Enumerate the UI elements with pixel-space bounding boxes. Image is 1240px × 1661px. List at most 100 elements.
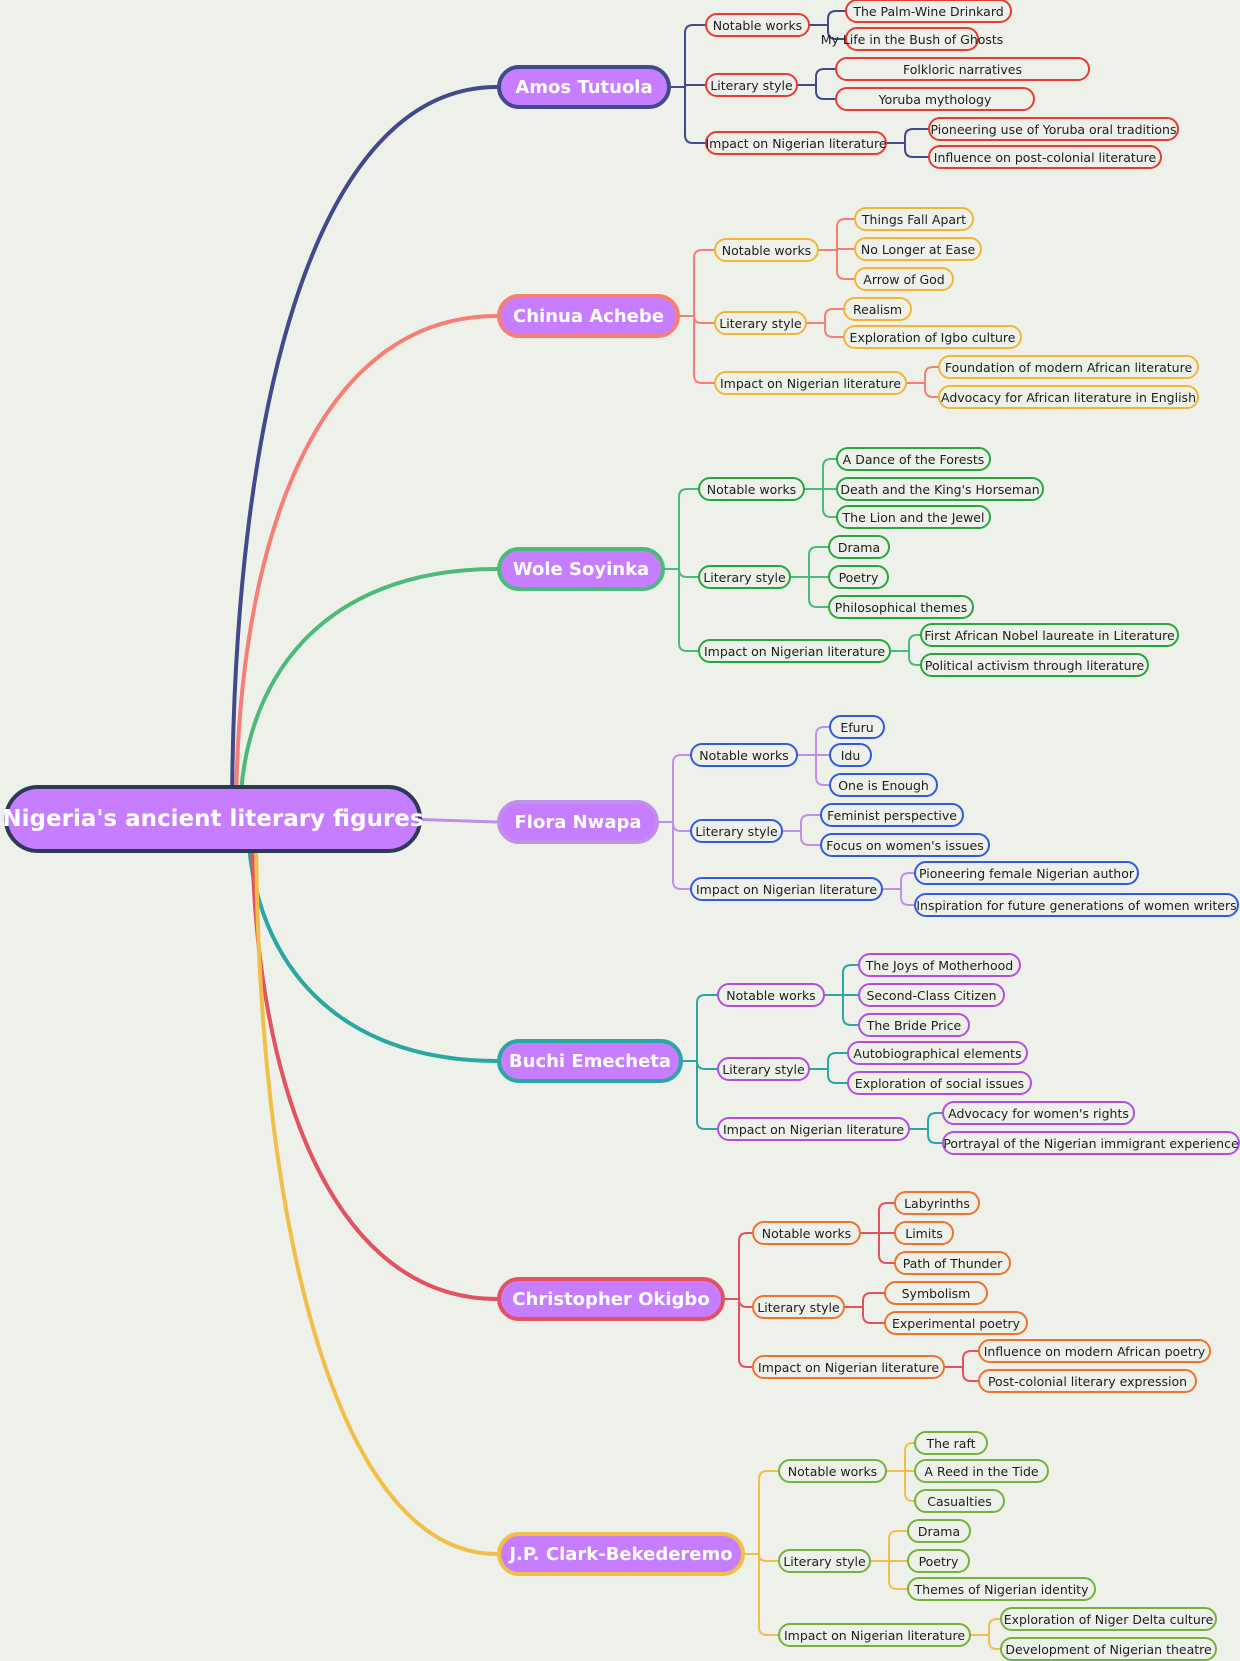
category-link xyxy=(682,994,718,1062)
leaf-node[interactable]: Political activism through literature xyxy=(920,653,1149,677)
category-node[interactable]: Impact on Nigerian literature xyxy=(698,639,891,663)
leaf-node[interactable]: My Life in the Bush of Ghosts xyxy=(821,27,1003,51)
leaf-node[interactable]: Path of Thunder xyxy=(894,1251,1011,1275)
leaf-node[interactable]: Things Fall Apart xyxy=(854,207,974,231)
leaf-node[interactable]: Focus on women's issues xyxy=(820,833,990,857)
leaf-link xyxy=(909,1128,943,1144)
leaf-node[interactable]: Second-Class Citizen xyxy=(858,983,1005,1007)
author-node[interactable]: Amos Tutuola xyxy=(497,65,671,109)
leaf-node[interactable]: Autobiographical elements xyxy=(847,1041,1028,1065)
category-node[interactable]: Literary style xyxy=(690,819,783,843)
leaf-node[interactable]: Symbolism xyxy=(884,1281,988,1305)
leaf-link xyxy=(970,1618,1001,1636)
category-link xyxy=(724,1298,753,1368)
leaf-node[interactable]: Labyrinths xyxy=(894,1191,980,1215)
leaf-node[interactable]: Influence on post-colonial literature xyxy=(928,145,1162,169)
leaf-node[interactable]: Folkloric narratives xyxy=(835,57,1090,81)
category-node[interactable]: Literary style xyxy=(778,1549,871,1573)
leaf-link xyxy=(809,1052,848,1070)
leaf-node[interactable]: Yoruba mythology xyxy=(835,87,1035,111)
category-node[interactable]: Literary style xyxy=(752,1295,845,1319)
leaf-link xyxy=(882,872,915,890)
author-node[interactable]: Wole Soyinka xyxy=(497,547,665,591)
leaf-node[interactable]: Advocacy for African literature in Engli… xyxy=(938,385,1199,409)
leaf-node[interactable]: Development of Nigerian theatre xyxy=(1000,1637,1217,1661)
category-node[interactable]: Notable works xyxy=(705,13,810,37)
leaf-node[interactable]: Exploration of Niger Delta culture xyxy=(1000,1607,1217,1631)
leaf-node[interactable]: First African Nobel laureate in Literatu… xyxy=(920,623,1179,647)
leaf-link xyxy=(886,128,929,144)
category-node[interactable]: Notable works xyxy=(714,238,819,262)
leaf-node[interactable]: Poetry xyxy=(907,1549,970,1573)
category-node[interactable]: Impact on Nigerian literature xyxy=(714,371,907,395)
category-link xyxy=(744,1553,779,1636)
leaf-node[interactable]: No Longer at Ease xyxy=(854,237,982,261)
leaf-node[interactable]: Feminist perspective xyxy=(820,803,964,827)
leaf-node[interactable]: Philosophical themes xyxy=(828,595,974,619)
leaf-node[interactable]: The raft xyxy=(914,1431,988,1455)
leaf-node[interactable]: Poetry xyxy=(828,565,889,589)
leaf-node[interactable]: Pioneering female Nigerian author xyxy=(914,861,1139,885)
leaf-node[interactable]: Experimental poetry xyxy=(884,1311,1028,1335)
category-node[interactable]: Impact on Nigerian literature xyxy=(717,1117,910,1141)
leaf-node[interactable]: Portrayal of the Nigerian immigrant expe… xyxy=(942,1131,1240,1155)
category-node[interactable]: Impact on Nigerian literature xyxy=(705,131,887,155)
leaf-node[interactable]: Influence on modern African poetry xyxy=(978,1339,1211,1363)
leaf-node[interactable]: The Palm-Wine Drinkard xyxy=(845,0,1012,23)
leaf-node[interactable]: Foundation of modern African literature xyxy=(938,355,1199,379)
category-node[interactable]: Notable works xyxy=(698,477,805,501)
root-topic[interactable]: Nigeria's ancient literary figures xyxy=(2,785,424,853)
leaf-node[interactable]: A Reed in the Tide xyxy=(914,1459,1049,1483)
leaf-node[interactable]: Casualties xyxy=(914,1489,1005,1513)
leaf-node[interactable]: Limits xyxy=(894,1221,954,1245)
leaf-node[interactable]: Pioneering use of Yoruba oral traditions xyxy=(928,117,1179,141)
leaf-link xyxy=(797,726,830,756)
leaf-node[interactable]: The Joys of Motherhood xyxy=(858,953,1021,977)
leaf-node[interactable]: The Bride Price xyxy=(858,1013,970,1037)
leaf-link xyxy=(809,1068,848,1084)
category-node[interactable]: Literary style xyxy=(698,565,791,589)
leaf-link xyxy=(860,1232,895,1264)
leaf-link xyxy=(844,1306,885,1324)
category-node[interactable]: Notable works xyxy=(752,1221,861,1245)
category-node[interactable]: Impact on Nigerian literature xyxy=(778,1623,971,1647)
author-node[interactable]: Flora Nwapa xyxy=(497,800,659,844)
leaf-node[interactable]: Exploration of Igbo culture xyxy=(843,325,1022,349)
leaf-node[interactable]: Idu xyxy=(829,743,872,767)
leaf-node[interactable]: Efuru xyxy=(829,715,885,739)
author-node[interactable]: Christopher Okigbo xyxy=(497,1277,725,1321)
category-node[interactable]: Literary style xyxy=(717,1057,810,1081)
author-node[interactable]: Buchi Emecheta xyxy=(497,1039,683,1083)
category-node[interactable]: Impact on Nigerian literature xyxy=(690,877,883,901)
leaf-node[interactable]: The Lion and the Jewel xyxy=(836,505,991,529)
leaf-node[interactable]: Exploration of social issues xyxy=(847,1071,1032,1095)
leaf-node[interactable]: Death and the King's Horseman xyxy=(836,477,1044,501)
leaf-link xyxy=(870,1530,908,1562)
leaf-node[interactable]: Realism xyxy=(843,297,912,321)
category-node[interactable]: Literary style xyxy=(714,311,807,335)
category-node[interactable]: Impact on Nigerian literature xyxy=(752,1355,945,1379)
leaf-node[interactable]: Themes of Nigerian identity xyxy=(907,1577,1096,1601)
leaf-node[interactable]: A Dance of the Forests xyxy=(836,447,991,471)
category-link xyxy=(679,249,715,317)
category-node[interactable]: Notable works xyxy=(690,743,798,767)
leaf-node[interactable]: Drama xyxy=(907,1519,971,1543)
leaf-link xyxy=(790,576,829,608)
leaf-node[interactable]: Inspiration for future generations of wo… xyxy=(914,893,1239,917)
author-node[interactable]: J.P. Clark-Bekederemo xyxy=(497,1532,745,1576)
leaf-node[interactable]: Arrow of God xyxy=(854,267,954,291)
leaf-link xyxy=(824,994,859,1026)
branch-link xyxy=(230,85,499,821)
leaf-link xyxy=(886,1442,915,1472)
leaf-node[interactable]: Advocacy for women's rights xyxy=(942,1101,1135,1125)
leaf-link xyxy=(870,1560,908,1590)
category-node[interactable]: Notable works xyxy=(778,1459,887,1483)
category-node[interactable]: Literary style xyxy=(705,73,798,97)
leaf-node[interactable]: Post-colonial literary expression xyxy=(978,1369,1197,1393)
category-node[interactable]: Notable works xyxy=(717,983,825,1007)
leaf-node[interactable]: Drama xyxy=(828,535,890,559)
leaf-link xyxy=(860,1202,895,1234)
leaf-node[interactable]: One is Enough xyxy=(829,773,938,797)
author-node[interactable]: Chinua Achebe xyxy=(497,294,680,338)
